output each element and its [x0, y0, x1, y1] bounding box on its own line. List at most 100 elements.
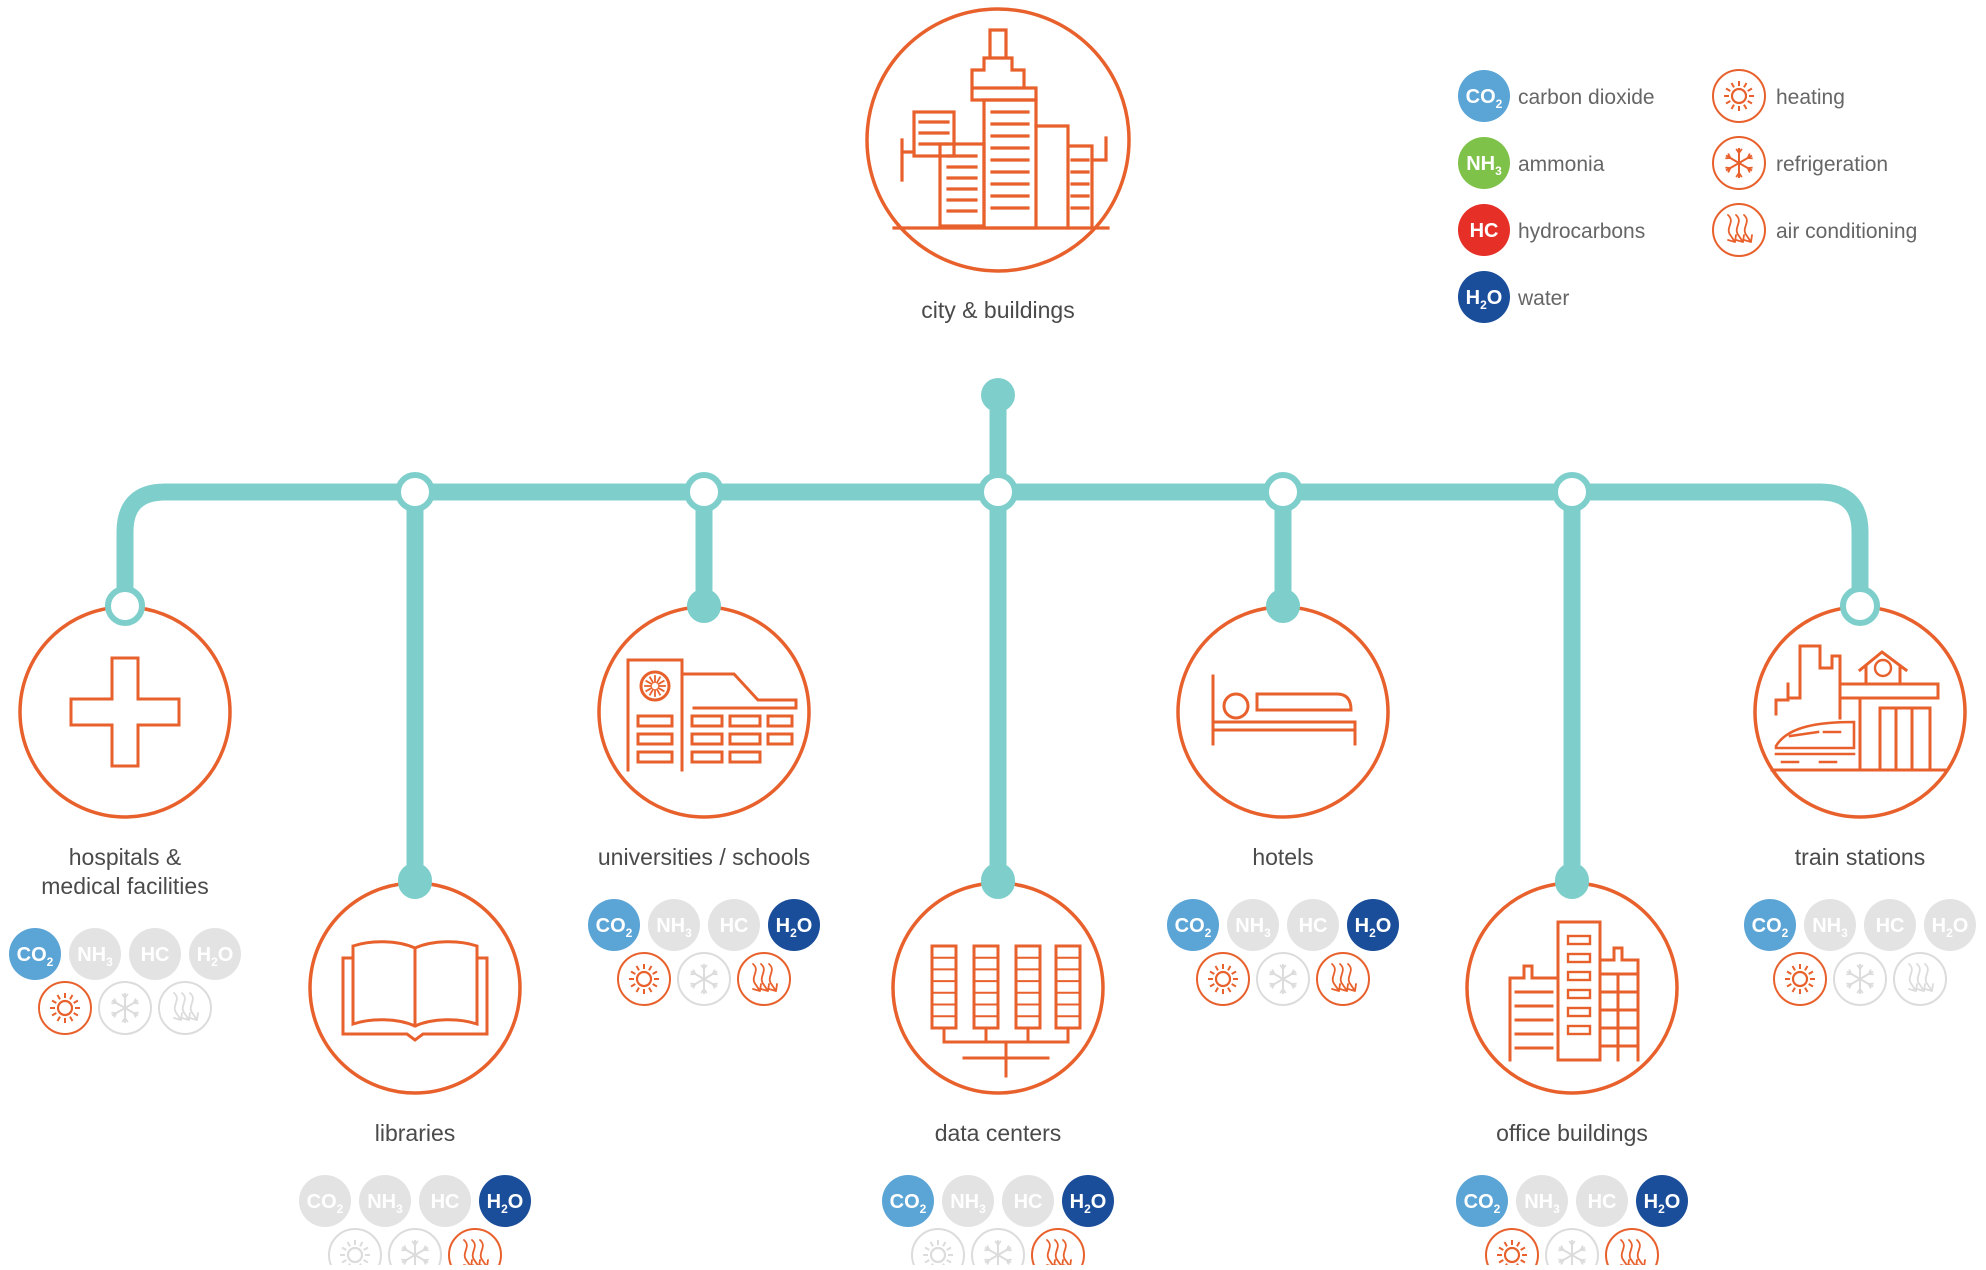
badge-text: NH3 [1812, 915, 1848, 940]
badge-suffix: O [797, 915, 813, 937]
badge-main: H [1466, 287, 1480, 309]
air-conditioning-icon [1031, 1228, 1085, 1270]
nh3-badge: NH3 [1516, 1175, 1568, 1227]
bus-junction-dot [1552, 472, 1592, 512]
branch-junction-dot [1266, 589, 1300, 623]
nh3-badge-circle [942, 1175, 994, 1227]
branch-junction-dot [1840, 586, 1880, 626]
book-icon [341, 940, 489, 1042]
connector-lines [105, 378, 1880, 897]
badge-main: NH [950, 1191, 979, 1213]
branch-label: universities / schools [598, 844, 810, 870]
badge-subscript: 3 [396, 1202, 403, 1216]
branch-label: medical facilities [41, 873, 208, 899]
badge-text: HC [1588, 1191, 1617, 1213]
badge-text: HC [1014, 1191, 1043, 1213]
ac-badge-circle [1893, 952, 1947, 1006]
heating-icon [38, 981, 92, 1035]
badge-subscript: 2 [1494, 1202, 1501, 1216]
nh3-badge-circle [648, 899, 700, 951]
badge-subscript: 2 [1946, 926, 1953, 940]
hc-badge-circle [1002, 1175, 1054, 1227]
badge-text: NH3 [656, 915, 692, 940]
badge-main: NH [1524, 1191, 1553, 1213]
hc-badge: HC [1002, 1175, 1054, 1227]
branch-junction-dot [687, 589, 721, 623]
badge-subscript: 3 [979, 1202, 986, 1216]
badge-subscript: 2 [1782, 926, 1789, 940]
medical-cross-icon [69, 656, 181, 768]
badge-main: H [1644, 1191, 1658, 1213]
badge-text: HC [1876, 915, 1905, 937]
badge-main: CO [17, 944, 47, 966]
badge-text: HC [431, 1191, 460, 1213]
air-conditioning-icon [1605, 1228, 1659, 1270]
air-conditioning-icon [1893, 952, 1947, 1006]
co2-badge: CO2 [299, 1175, 351, 1227]
h2o-badge-legend: H2O [1458, 271, 1510, 323]
badge-text: CO2 [890, 1191, 927, 1216]
co2-badge-circle [1167, 899, 1219, 951]
badge-main: HC [1014, 1191, 1043, 1213]
h2o-badge: H2O [768, 899, 820, 951]
badge-subscript: 2 [1369, 926, 1376, 940]
ac-badge-circle [1316, 952, 1370, 1006]
air-conditioning-icon [1316, 952, 1370, 1006]
school-building-icon [626, 658, 798, 772]
nh3-badge: NH3 [942, 1175, 994, 1227]
badge-text: NH3 [1466, 153, 1502, 178]
branch-label: office buildings [1496, 1120, 1648, 1146]
badge-text: CO2 [307, 1191, 344, 1216]
badge-subscript: 2 [1496, 97, 1503, 111]
badge-text: CO2 [1464, 1191, 1501, 1216]
branch-label: libraries [375, 1120, 456, 1146]
server-racks-icon [930, 944, 1082, 1078]
badge-text: H2O [1932, 915, 1969, 940]
badge-suffix: O [1487, 287, 1503, 309]
hc-badge-circle [708, 899, 760, 951]
hc-badge: HC [419, 1175, 471, 1227]
legend-label: ammonia [1518, 153, 1605, 176]
badge-text: NH3 [367, 1191, 403, 1216]
heating-icon [617, 952, 671, 1006]
co2-badge-circle [588, 899, 640, 951]
bed-icon [1211, 674, 1357, 746]
refrigeration-icon [1833, 952, 1887, 1006]
badge-main: CO [1175, 915, 1205, 937]
branch-label: hospitals & [69, 844, 182, 870]
legend-label: refrigeration [1776, 153, 1888, 176]
co2-badge: CO2 [588, 899, 640, 951]
badge-main: NH [77, 944, 106, 966]
badge-text: HC [1299, 915, 1328, 937]
badge-text: NH3 [1524, 1191, 1560, 1216]
heating-badge-circle [1773, 952, 1827, 1006]
branch-junction-dot [981, 865, 1015, 899]
legend-label: air conditioning [1776, 220, 1917, 243]
hc-badge-circle [419, 1175, 471, 1227]
nh3-badge-circle [1458, 137, 1510, 189]
badge-subscript: 2 [211, 955, 218, 969]
badge-subscript: 2 [626, 926, 633, 940]
branch-circle [18, 605, 232, 819]
heating-icon [1485, 1228, 1539, 1270]
badge-main: HC [1470, 220, 1499, 242]
badge-main: H [487, 1191, 501, 1213]
badge-main: CO [890, 1191, 920, 1213]
hc-badge: HC [1864, 899, 1916, 951]
hc-badge: HC [1576, 1175, 1628, 1227]
bus-junction-dot [1263, 472, 1303, 512]
root-label: city & buildings [921, 297, 1074, 323]
badge-text: H2O [776, 915, 813, 940]
badge-text: NH3 [950, 1191, 986, 1216]
bus-junction-dot [978, 472, 1018, 512]
badge-text: CO2 [1466, 86, 1503, 111]
badge-subscript: 2 [1658, 1202, 1665, 1216]
heating-badge-circle [1712, 69, 1766, 123]
badge-main: H [1932, 915, 1946, 937]
badge-main: NH [1235, 915, 1264, 937]
